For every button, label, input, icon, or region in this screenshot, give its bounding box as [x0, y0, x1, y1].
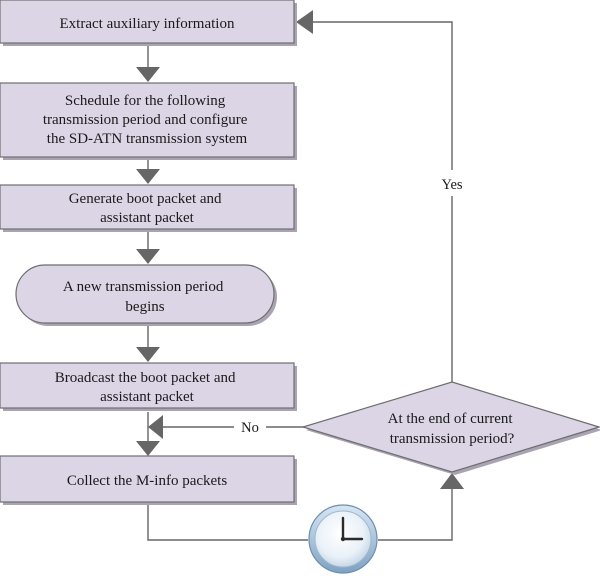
yes-label: Yes: [441, 177, 462, 193]
svg-text:A new transmission period: A new transmission period begins: [63, 279, 227, 315]
node-broadcast-line-2: assistant packet: [100, 389, 195, 405]
node-broadcast-line-1: Broadcast the boot packet and: [55, 370, 236, 386]
svg-text:Schedule for the following: Schedule for the following transmission …: [43, 93, 251, 147]
svg-text:Collect the M-info packets: Collect the M-info packets: [67, 473, 228, 489]
node-schedule-line-2: transmission period and configure: [43, 112, 248, 128]
node-decision-line-1: At the end of current: [388, 411, 514, 427]
node-generate-line-1: Generate boot packet and: [69, 191, 222, 207]
arrowhead-period-broadcast: [136, 347, 160, 362]
svg-text:Extract auxiliary information: Extract auxiliary information: [60, 16, 235, 32]
arrowhead-broadcast-collect: [136, 441, 160, 456]
arrowhead-yes-branch: [296, 10, 313, 34]
node-generate-line-2: assistant packet: [100, 210, 195, 226]
node-broadcast: Broadcast the boot packet and assistant …: [0, 362, 297, 411]
arrowhead-no-branch: [148, 415, 163, 439]
connector-collect-clock: [147, 505, 308, 541]
node-decision-line-2: transmission period?: [390, 431, 515, 447]
arrowhead-extract-schedule: [136, 67, 160, 82]
node-period-begins-line-1: A new transmission period: [63, 279, 224, 295]
clock-icon: [308, 504, 378, 574]
node-schedule: Schedule for the following transmission …: [0, 82, 297, 160]
connector-clock-decision: [378, 488, 453, 541]
node-collect-line-1: Collect the M-info packets: [67, 473, 228, 489]
node-extract-line-1: Extract auxiliary information: [60, 16, 235, 32]
connectors: [136, 10, 464, 541]
svg-text:Generate boot packet and: Generate boot packet and assistant packe…: [69, 191, 226, 226]
arrowhead-schedule-generate: [136, 169, 160, 184]
node-schedule-line-3: the SD-ATN transmission system: [47, 131, 248, 147]
no-label: No: [241, 420, 259, 436]
yes-label-bg: [436, 170, 468, 196]
no-label-bg: [234, 416, 266, 438]
connector-yes-branch: [312, 21, 453, 382]
node-extract: Extract auxiliary information: [0, 0, 297, 46]
arrowhead-to-decision: [440, 473, 464, 489]
node-collect: Collect the M-info packets: [0, 455, 297, 505]
node-generate: Generate boot packet and assistant packe…: [0, 184, 297, 232]
node-period-begins-line-2: begins: [125, 299, 164, 315]
node-period-begins: A new transmission period begins: [15, 264, 277, 326]
node-decision: At the end of current transmission perio…: [300, 381, 600, 475]
node-schedule-line-1: Schedule for the following: [65, 93, 226, 109]
svg-text:Broadcast the boot packet and: Broadcast the boot packet and assistant …: [55, 370, 240, 405]
arrowhead-generate-period: [136, 249, 160, 264]
svg-text:At the end of current tr: At the end of current transmission perio…: [388, 411, 517, 447]
